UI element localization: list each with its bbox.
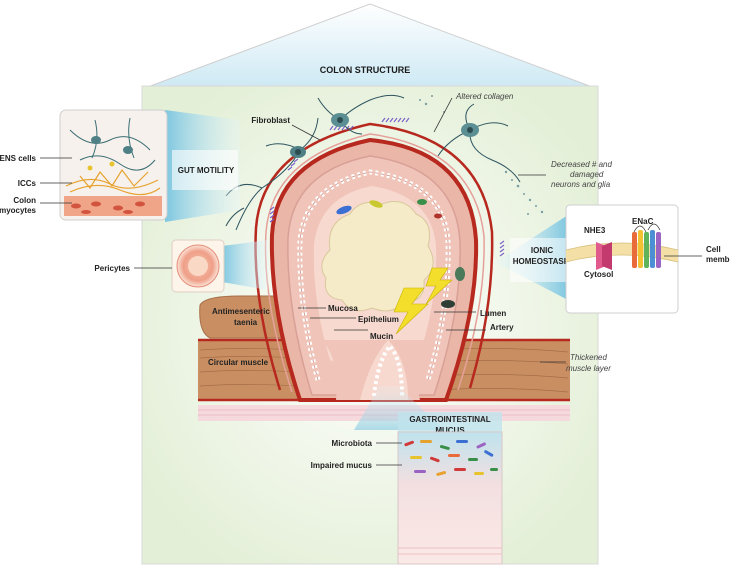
bacterium	[455, 267, 465, 281]
label-antimesenteric-2: taenia	[234, 318, 258, 327]
bacterium	[434, 213, 442, 219]
gut-motility-title: GUT MOTILITY	[178, 166, 235, 175]
ionic-title-2: HOMEOSTASIS	[513, 257, 572, 266]
label-cell-membrane-2: membrane	[706, 255, 730, 264]
label-enac: ENaC	[632, 217, 654, 226]
label-antimesenteric-1: Antimesenteric	[212, 307, 270, 316]
label-circular-muscle: Circular muscle	[208, 358, 269, 367]
label-mucosa: Mucosa	[328, 304, 358, 313]
label-epithelium: Epithelium	[358, 315, 399, 324]
lumen-stalk	[360, 340, 408, 400]
label-lumen: Lumen	[480, 309, 506, 318]
label-decreased-2: damaged	[570, 170, 604, 179]
label-ens-cells: ENS cells	[0, 154, 37, 163]
gi-mucus-title-1: GASTROINTESTINAL	[409, 415, 490, 424]
label-colon-myocytes-2: myocytes	[0, 206, 37, 215]
ionic-inset	[565, 204, 679, 314]
label-iccs: ICCs	[18, 179, 37, 188]
damaged-neuron-fragments	[419, 95, 544, 215]
pericytes-beam	[222, 240, 268, 290]
lightning-bolt	[425, 267, 453, 305]
roof	[144, 3, 596, 89]
label-mucin: Mucin	[370, 332, 393, 341]
label-pericytes: Pericytes	[94, 264, 130, 273]
bacterium	[369, 200, 383, 208]
lightning-bolt	[393, 287, 429, 335]
bacterium	[441, 300, 455, 308]
label-impaired-mucus: Impaired mucus	[311, 461, 373, 470]
label-microbiota: Microbiota	[332, 439, 373, 448]
gut-motility-inset	[59, 109, 168, 221]
ionic-title-1: IONIC	[531, 246, 553, 255]
label-altered-collagen: Altered collagen	[455, 92, 514, 101]
altered-collagen	[269, 117, 505, 257]
label-colon-myocytes-1: Colon	[13, 196, 36, 205]
label-decreased-1: Decreased # and	[551, 160, 612, 169]
label-cell-membrane-1: Cell	[706, 245, 721, 254]
label-nhe3: NHE3	[584, 226, 606, 235]
label-cytosol: Cytosol	[584, 270, 613, 279]
page-title: COLON STRUCTURE	[320, 65, 411, 75]
label-artery: Artery	[490, 323, 514, 332]
label-thickened-1: Thickened	[570, 353, 607, 362]
gi-mucus-inset	[397, 431, 503, 565]
bacterium	[336, 205, 352, 215]
label-fibroblast: Fibroblast	[251, 116, 290, 125]
label-decreased-3: neurons and glia	[551, 180, 611, 189]
bacterium	[417, 199, 427, 205]
label-thickened-2: muscle layer	[566, 364, 611, 373]
gi-mucus-title-2: MUCUS	[435, 426, 465, 435]
